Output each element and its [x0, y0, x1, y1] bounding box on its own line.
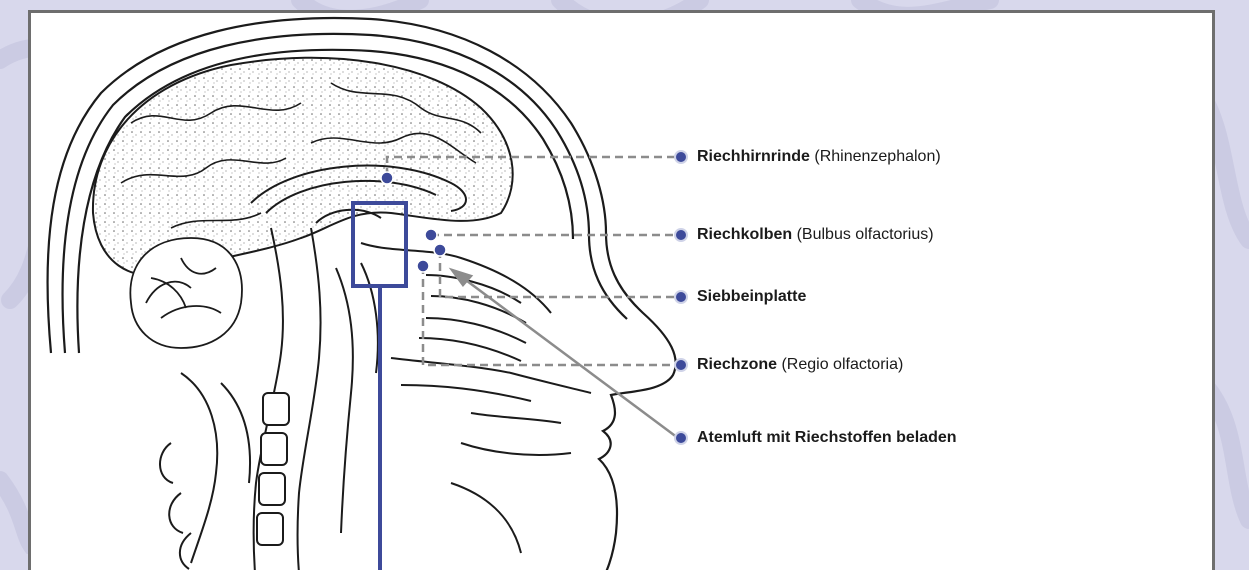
- label-breathing-air: Atemluft mit Riechstoffen beladen: [697, 428, 957, 448]
- label-olfactory-cortex: Riechhirnrinde (Rhinenzephalon): [697, 147, 941, 167]
- airflow-arrow: [452, 270, 678, 438]
- nasal-cavity: [336, 243, 591, 553]
- diagram-panel: Riechhirnrinde (Rhinenzephalon) Riechkol…: [28, 10, 1215, 570]
- cerebellum: [130, 238, 242, 348]
- label-olfactory-bulb: Riechkolben (Bulbus olfactorius): [697, 225, 934, 245]
- cerebrum: [93, 58, 513, 276]
- label-cribriform-plate: Siebbeinplatte: [697, 287, 806, 307]
- label-olfactory-region: Riechzone (Regio olfactoria): [697, 355, 903, 375]
- label-markers: [675, 151, 687, 444]
- head-diagram: [31, 13, 1215, 570]
